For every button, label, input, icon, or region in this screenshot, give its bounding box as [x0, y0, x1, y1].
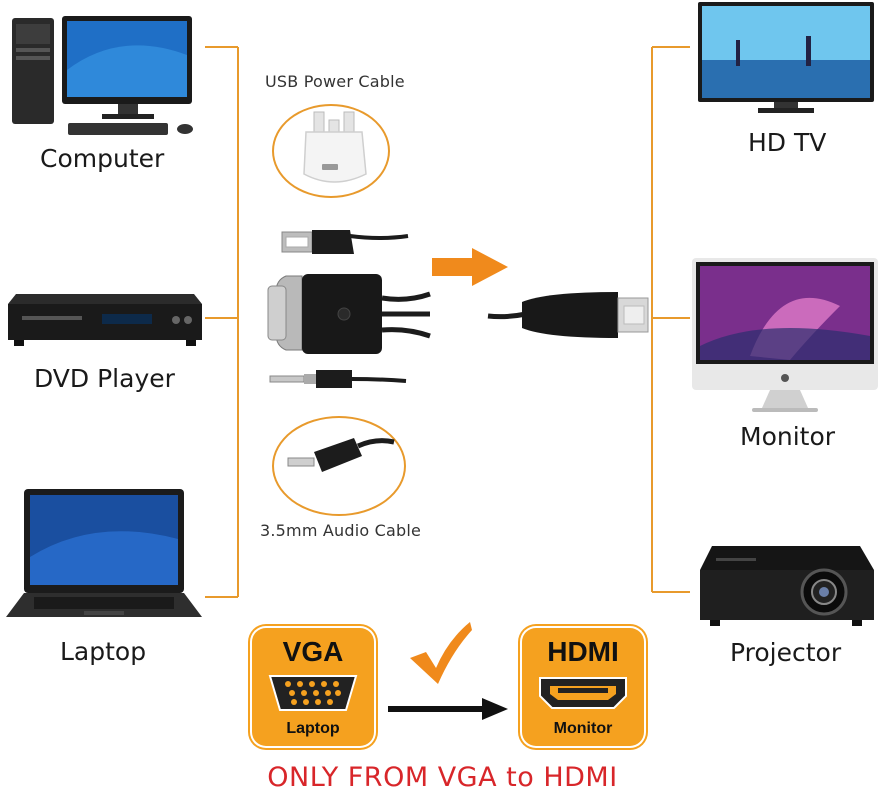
footer-note: ONLY FROM VGA to HDMI — [0, 762, 885, 793]
desktop-computer-icon — [10, 10, 200, 140]
direction-arrow-icon — [386, 696, 510, 722]
tv-icon — [696, 0, 876, 116]
display-label-monitor: Monitor — [740, 422, 835, 451]
audio-plug-icon — [284, 428, 396, 488]
display-label-hd-tv: HD TV — [748, 128, 826, 157]
orange-arrow-icon — [430, 246, 510, 288]
hdmi-badge-subtitle: Monitor — [522, 720, 644, 738]
monitor-icon — [690, 256, 880, 416]
usb-cable-icon — [280, 222, 410, 262]
hdmi-port-icon — [538, 674, 628, 712]
source-label-computer: Computer — [40, 144, 164, 173]
audio-cable-label: 3.5mm Audio Cable — [260, 521, 421, 540]
vga-badge-title: VGA — [252, 636, 374, 668]
source-label-laptop: Laptop — [60, 637, 146, 666]
laptop-icon — [4, 487, 204, 623]
audio-jack-cable-icon — [268, 364, 408, 394]
vga-port-icon — [266, 674, 360, 712]
power-adapter-icon — [300, 110, 370, 192]
vga-badge-subtitle: Laptop — [252, 720, 374, 738]
vga-badge: VGA Laptop — [252, 628, 374, 746]
projector-icon — [696, 540, 878, 632]
hdmi-badge: HDMI Monitor — [522, 628, 644, 746]
hdmi-badge-title: HDMI — [522, 636, 644, 668]
vga-connector-icon — [262, 270, 432, 356]
usb-power-cable-label: USB Power Cable — [265, 72, 405, 91]
source-label-dvd-player: DVD Player — [34, 364, 175, 393]
hdmi-cable-icon — [486, 284, 656, 346]
display-label-projector: Projector — [730, 638, 841, 667]
checkmark-icon — [404, 618, 474, 690]
dvd-player-icon — [6, 290, 204, 352]
